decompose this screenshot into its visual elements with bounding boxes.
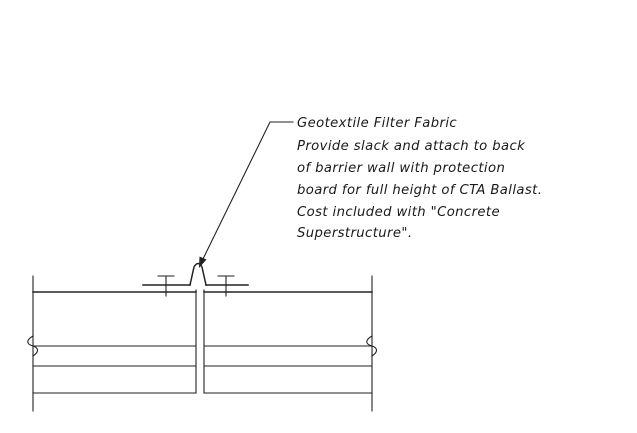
note-line-3: of barrier wall with protection xyxy=(297,161,505,176)
fabric-slack-loop xyxy=(189,262,207,286)
note-line-6: Superstructure". xyxy=(297,226,412,241)
fastener-right xyxy=(217,275,235,297)
break-symbol-right xyxy=(366,335,378,357)
note-line-2: Provide slack and attach to back xyxy=(297,139,526,154)
note-line-4: board for full height of CTA Ballast. xyxy=(297,183,542,198)
fabric-note: Geotextile Filter Fabric Provide slack a… xyxy=(297,116,542,241)
note-line-5: Cost included with "Concrete xyxy=(297,205,500,220)
note-line-1: Geotextile Filter Fabric xyxy=(297,116,457,131)
break-symbol-left xyxy=(27,335,39,357)
barrier-wall-section xyxy=(27,275,378,412)
leader-arrowhead xyxy=(199,256,207,268)
callout-leader xyxy=(199,121,294,268)
fastener-left xyxy=(157,275,175,297)
geotextile-fabric xyxy=(142,262,249,286)
